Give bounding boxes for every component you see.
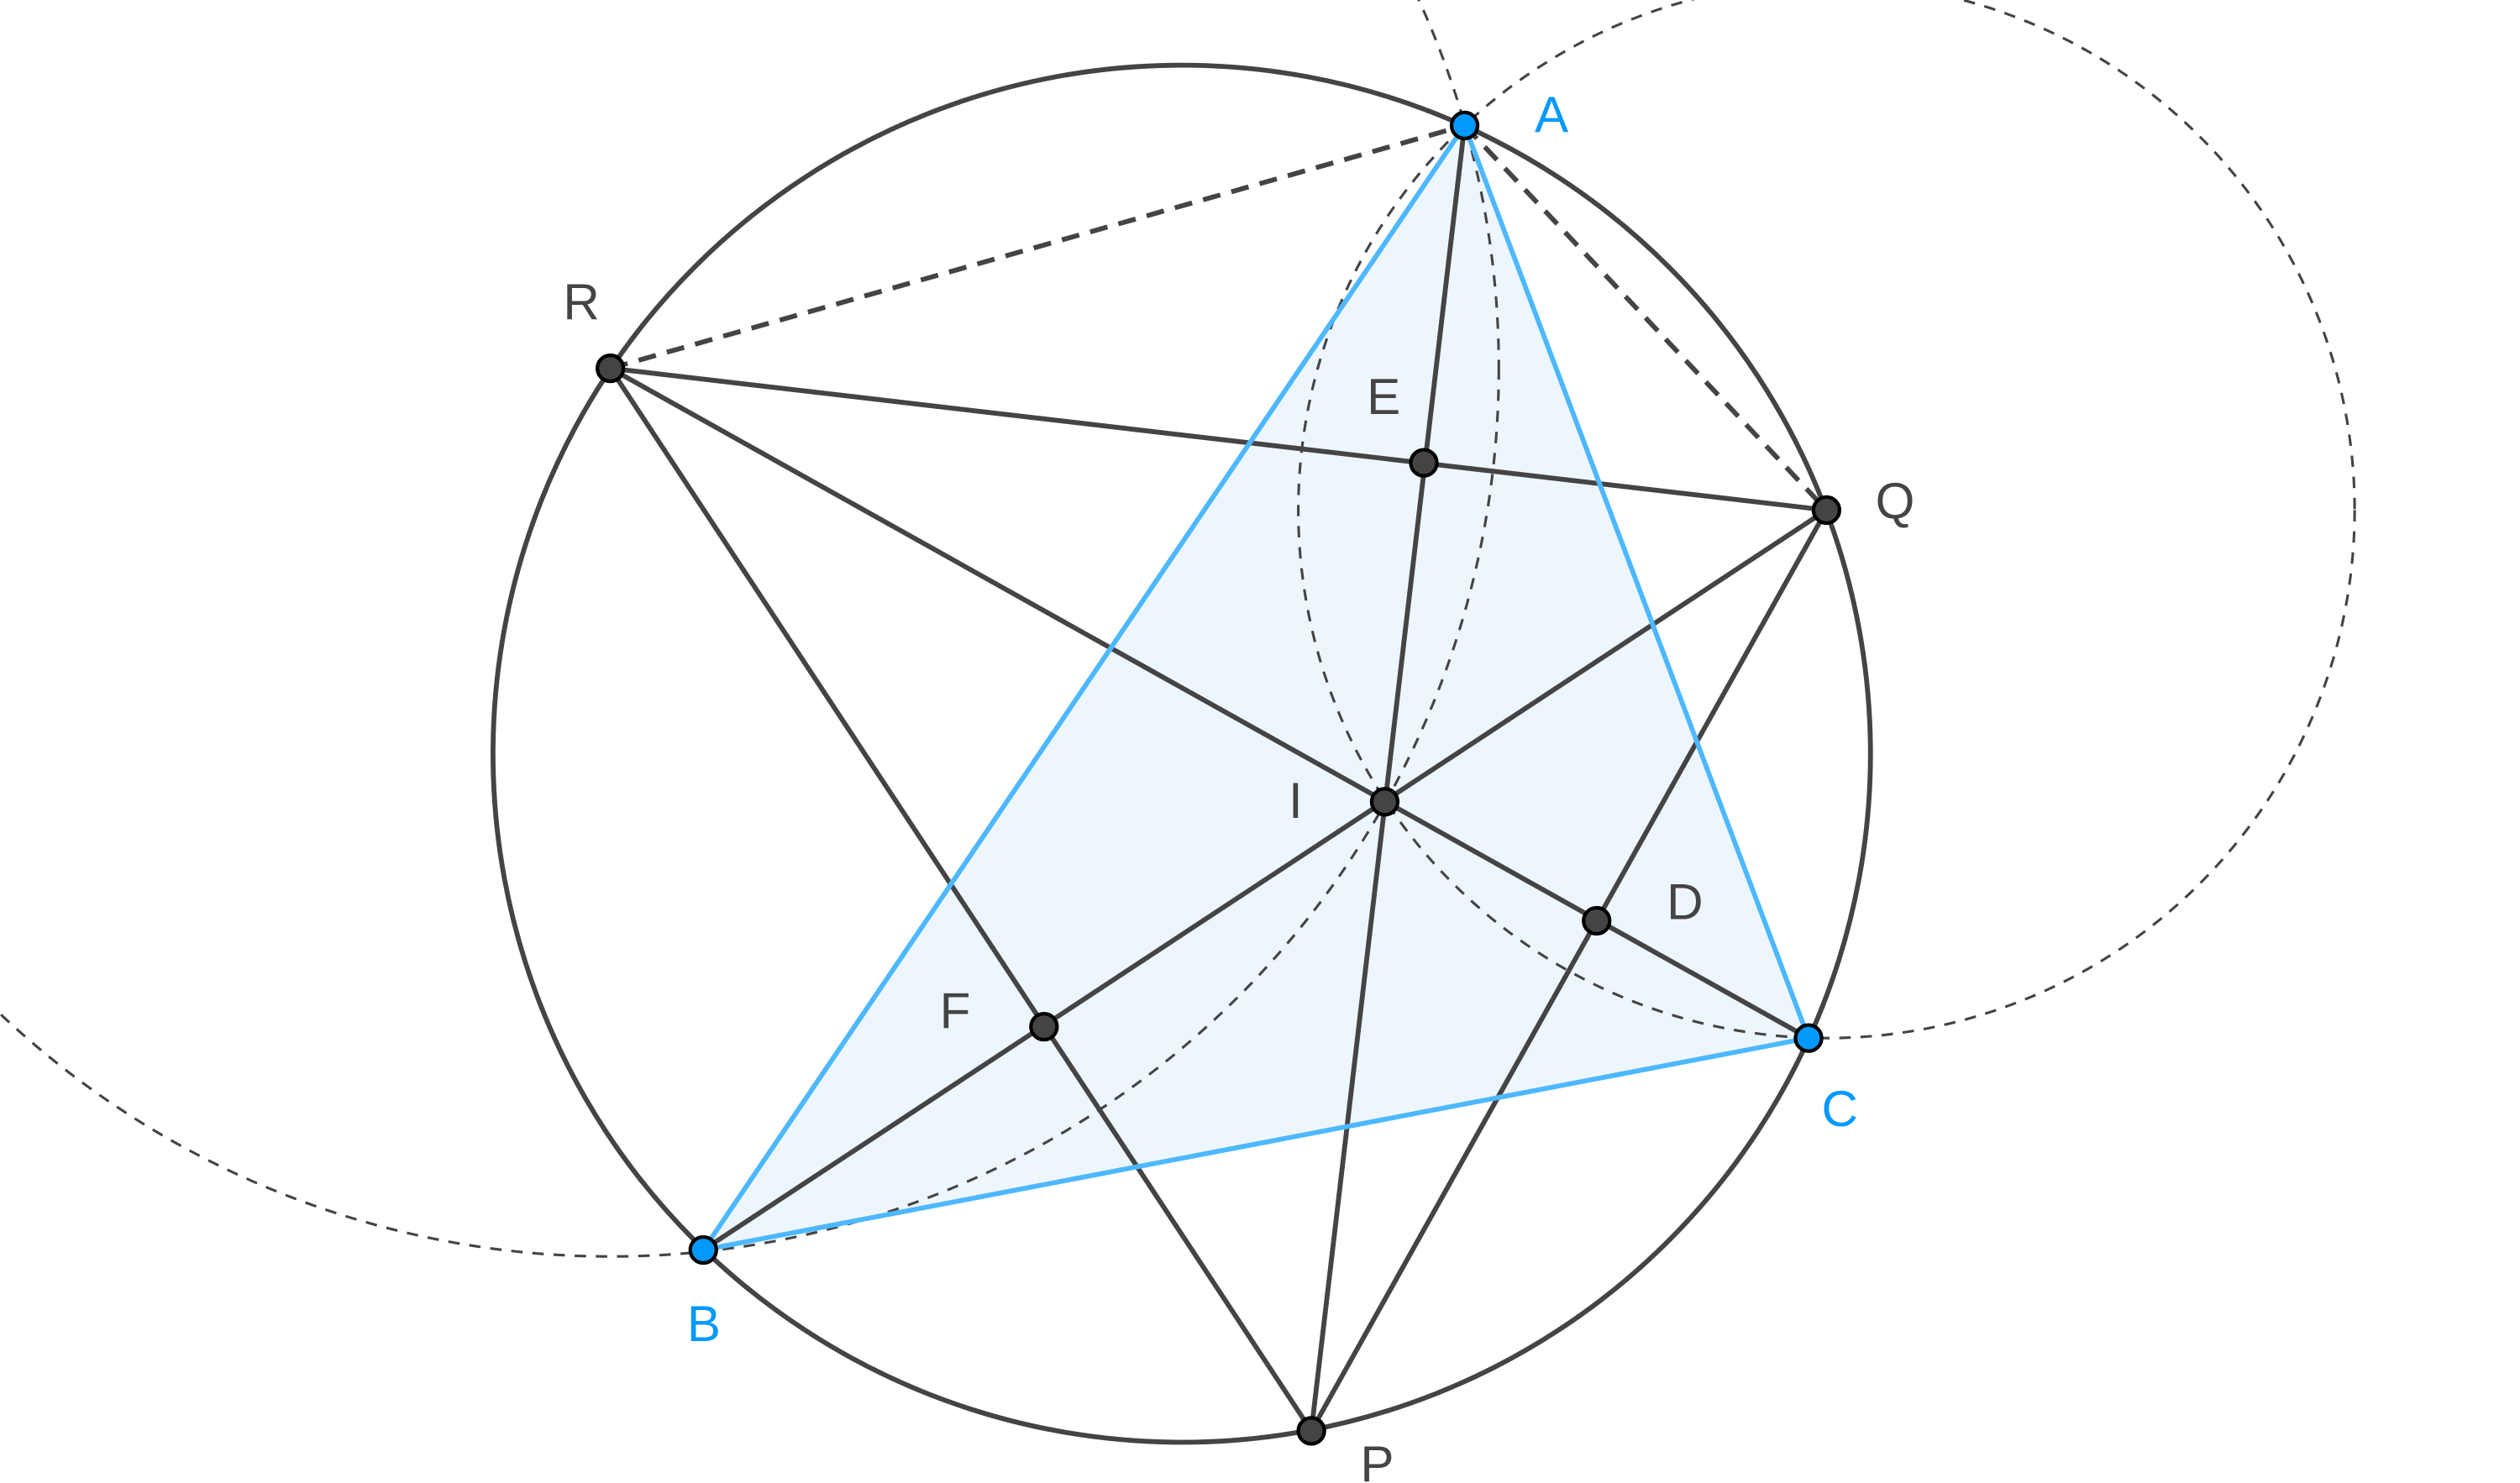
label-r: R	[563, 274, 599, 330]
point-c[interactable]	[1793, 1023, 1824, 1053]
label-a: A	[1535, 86, 1568, 143]
point-q[interactable]	[1811, 495, 1842, 526]
label-p: P	[1360, 1436, 1394, 1483]
label-d: D	[1667, 874, 1703, 930]
segment-rq	[610, 365, 1827, 513]
point-f[interactable]	[1029, 1011, 1059, 1042]
label-f: F	[940, 983, 971, 1040]
segment-rp	[608, 366, 1314, 1433]
point-e[interactable]	[1409, 448, 1439, 478]
point-r[interactable]	[595, 353, 626, 384]
point-b[interactable]	[688, 1234, 718, 1266]
point-a[interactable]	[1449, 110, 1480, 141]
dashed-segment-aq	[1462, 123, 1829, 512]
point-i[interactable]	[1369, 787, 1400, 817]
label-i: I	[1289, 773, 1303, 829]
circumcircle	[491, 62, 1873, 1445]
point-d[interactable]	[1582, 905, 1612, 936]
point-p[interactable]	[1296, 1416, 1326, 1446]
side-ab	[701, 123, 1467, 1252]
dashed-segment-ra	[609, 123, 1466, 371]
segment-qp	[1309, 509, 1829, 1433]
segment-ap	[1309, 125, 1467, 1432]
side-ac	[1462, 124, 1811, 1040]
label-q: Q	[1876, 473, 1915, 529]
side-bc	[702, 1035, 1809, 1253]
dashed-circle-centered-r	[0, 0, 1500, 1258]
label-c: C	[1822, 1081, 1858, 1137]
segment-qb	[701, 507, 1828, 1252]
label-b: B	[687, 1296, 721, 1352]
label-e: E	[1367, 369, 1400, 425]
dashed-circle-centered-q	[1297, 0, 2356, 1040]
triangle-abc-fill	[703, 125, 1809, 1250]
